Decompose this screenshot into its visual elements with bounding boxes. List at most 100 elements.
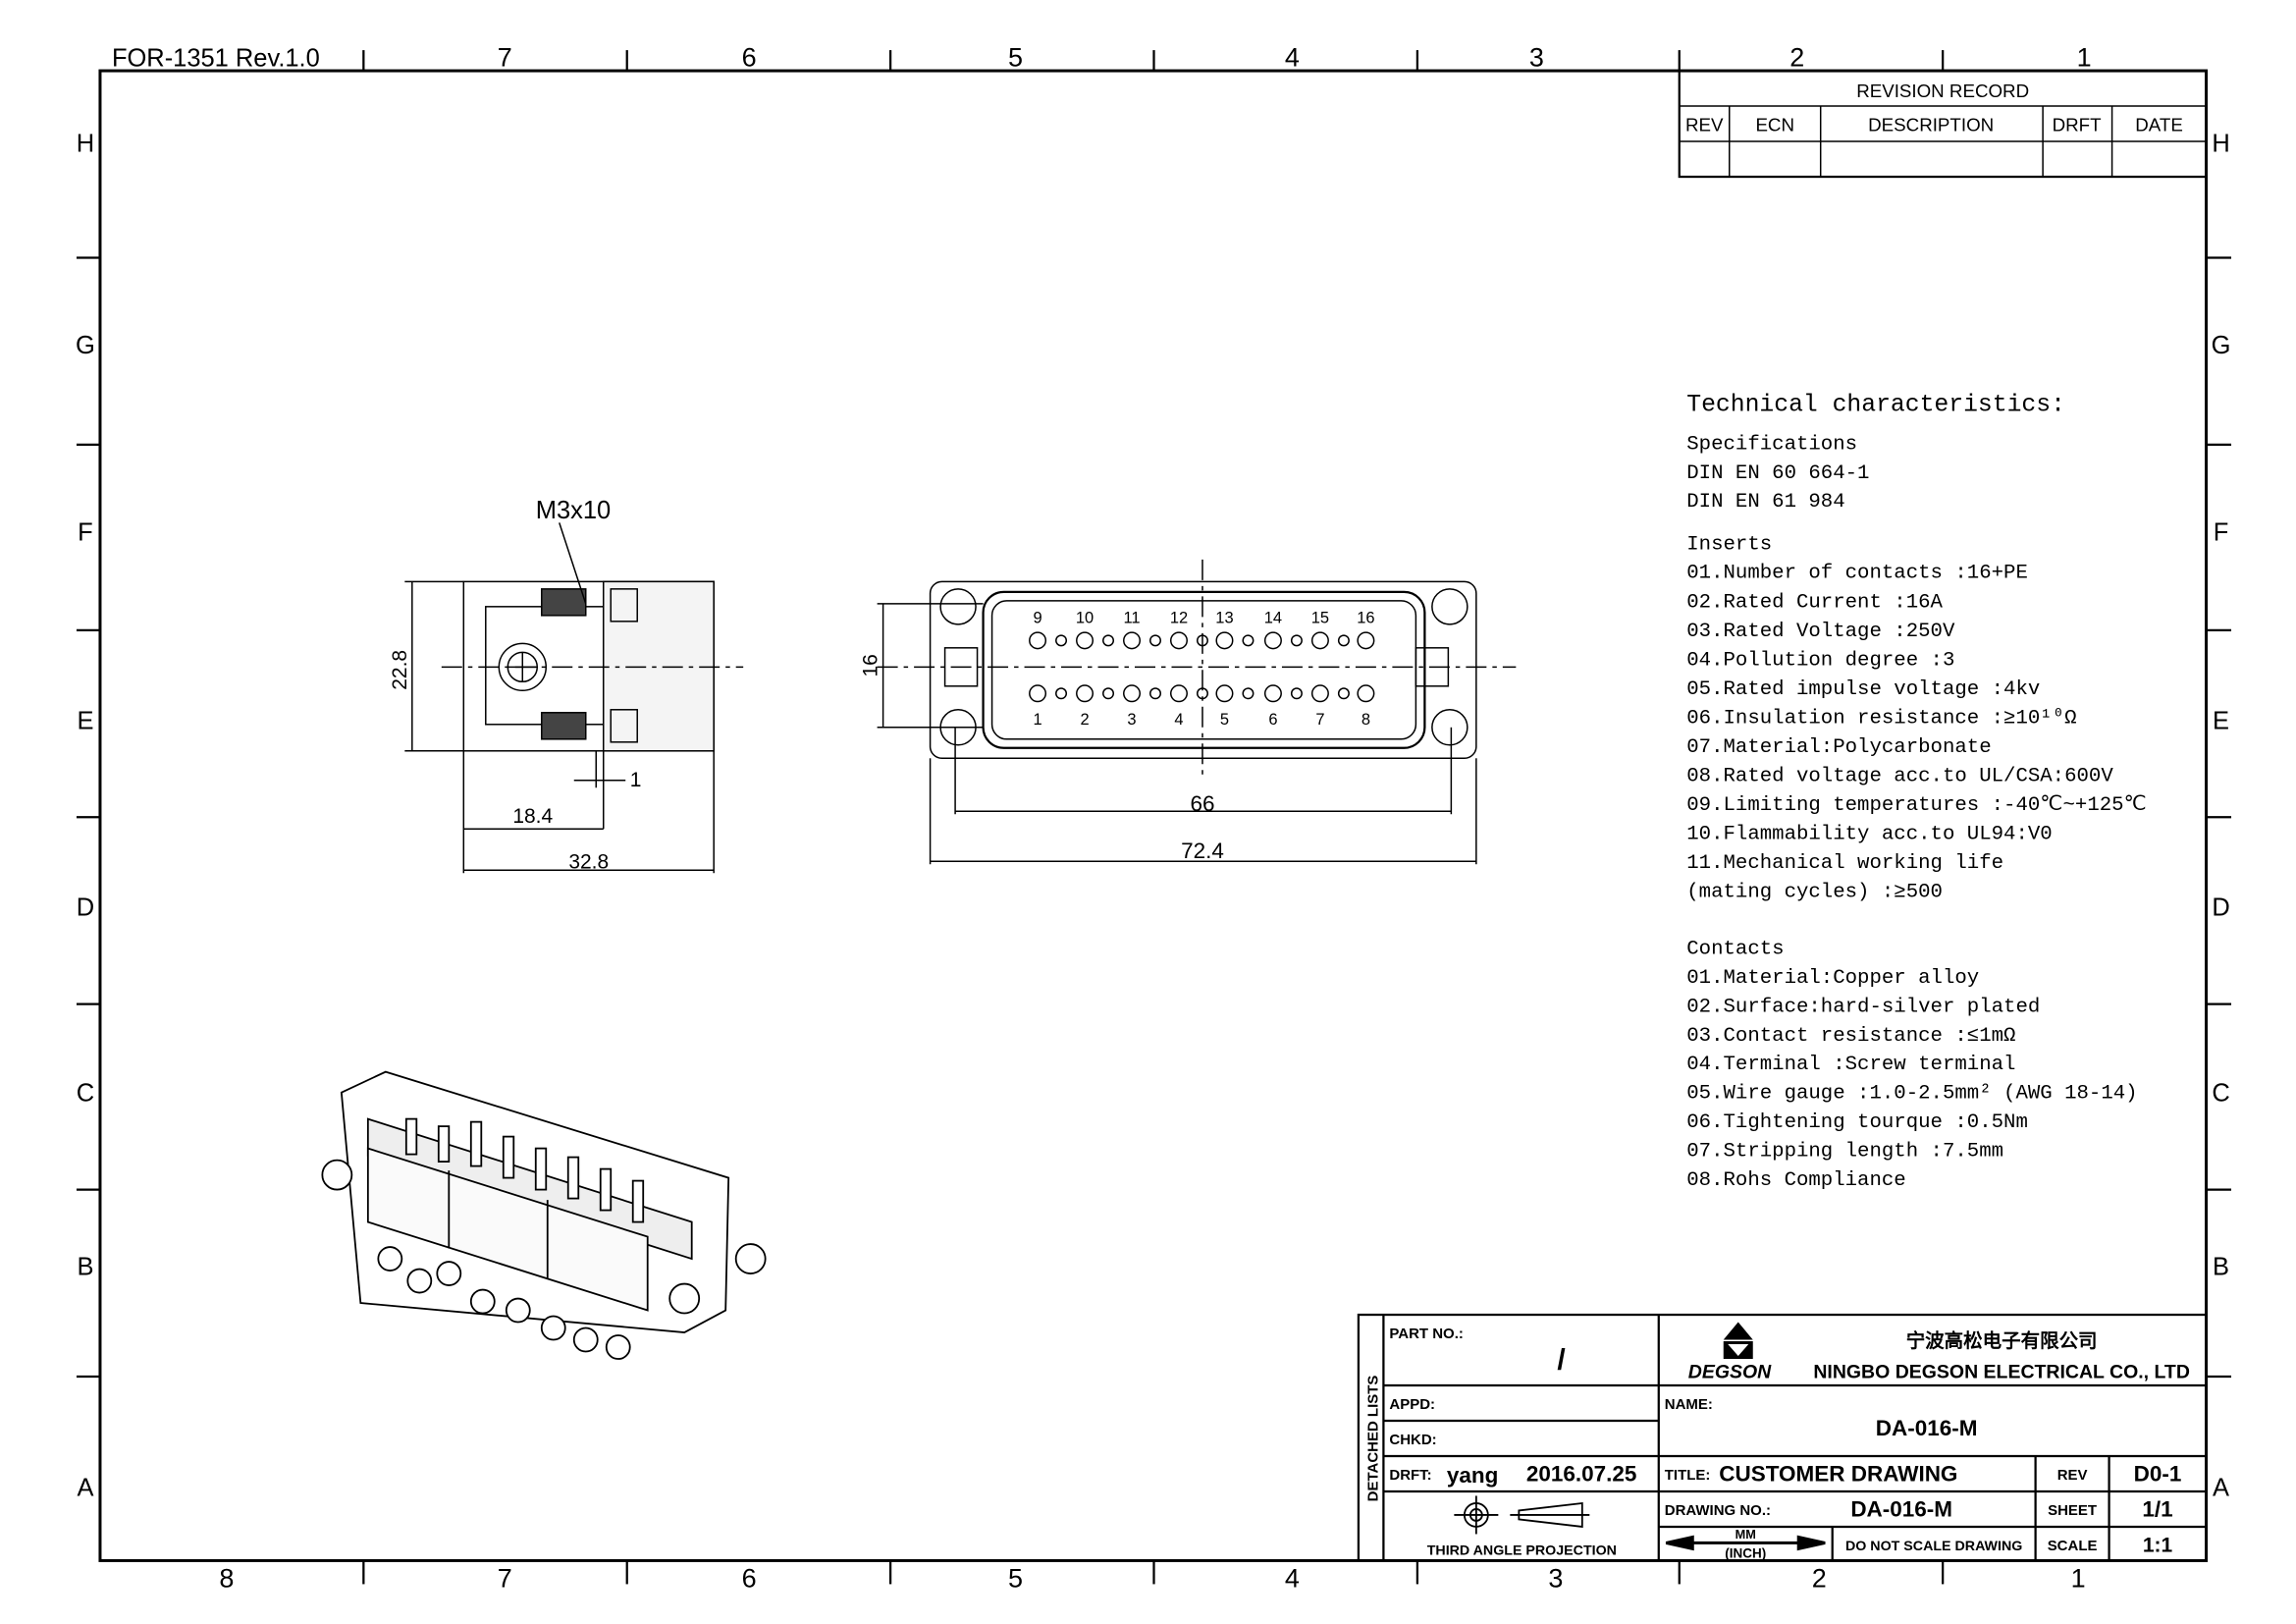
- insert-line: 07.Material:Polycarbonate: [1686, 736, 1991, 759]
- pin-number: 7: [1315, 711, 1324, 729]
- drawing-no-label: DRAWING NO.:: [1665, 1502, 1771, 1519]
- insert-line: 06.Insulation resistance :≥10¹⁰Ω: [1686, 707, 2076, 730]
- specifications-heading: Specifications: [1686, 433, 1857, 456]
- insert-line: 01.Number of contacts :16+PE: [1686, 563, 2028, 585]
- pin-number: 8: [1362, 711, 1370, 729]
- rev-label: REV: [2057, 1467, 2088, 1484]
- pin-hole: [1076, 631, 1095, 650]
- zone-number-bottom: 3: [1548, 1563, 1563, 1593]
- drawing-no-value: DA-016-M: [1850, 1496, 1952, 1521]
- zone-letter-left: A: [77, 1474, 93, 1501]
- pin-hole-small: [1148, 687, 1161, 700]
- zone-letter-right: C: [2212, 1080, 2229, 1108]
- dim-side-height: 22.8: [389, 650, 411, 690]
- technical-characteristics: Technical characteristics: Specifications…: [1686, 391, 2147, 1191]
- zone-letter-right: H: [2212, 131, 2229, 158]
- svg-text:DEGSON: DEGSON: [1688, 1362, 1772, 1383]
- contact-line: 01.Material:Copper alloy: [1686, 967, 1979, 990]
- pin-hole: [1215, 684, 1234, 703]
- zone-letter-left: H: [77, 131, 94, 158]
- sheet-label: SHEET: [2048, 1502, 2097, 1519]
- pin-hole-small: [1337, 687, 1350, 700]
- zone-letter-left: C: [77, 1080, 94, 1108]
- zone-number-bottom: 2: [1812, 1563, 1827, 1593]
- insert-line: 04.Pollution degree :3: [1686, 649, 1954, 672]
- pin-number: 10: [1076, 609, 1094, 626]
- pin-hole-small: [1196, 687, 1208, 700]
- pin-hole: [1357, 684, 1375, 703]
- pin-hole: [1029, 631, 1047, 650]
- col-rev: REV: [1685, 115, 1724, 135]
- rev-value: D0-1: [2134, 1461, 2182, 1486]
- isometric-view: [321, 1070, 767, 1360]
- draft-date: 2016.07.25: [1526, 1461, 1637, 1486]
- pin-hole: [1310, 684, 1329, 703]
- degson-logo: DEGSON: [1688, 1322, 1772, 1383]
- pin-hole: [1076, 684, 1095, 703]
- pin-hole: [1123, 684, 1142, 703]
- third-angle-projection-icon: [1454, 1495, 1590, 1535]
- contacts-heading: Contacts: [1686, 939, 1784, 961]
- insert-line: 08.Rated voltage acc.to UL/CSA:600V: [1686, 766, 2113, 788]
- pin-number: 16: [1357, 609, 1374, 626]
- pin-hole: [1123, 631, 1142, 650]
- company-name-en: NINGBO DEGSON ELECTRICAL CO., LTD: [1813, 1362, 2190, 1383]
- contact-line: 03.Contact resistance :≤1mΩ: [1686, 1025, 2015, 1048]
- units-mm: MM: [1735, 1527, 1756, 1542]
- pin-hole-small: [1196, 634, 1208, 647]
- pin-hole: [1357, 631, 1375, 650]
- side-view: [404, 522, 744, 874]
- contact-line: 06.Tightening tourque :0.5Nm: [1686, 1111, 2028, 1134]
- dim-side-total: 32.8: [568, 851, 609, 874]
- drft-label: DRFT:: [1389, 1467, 1431, 1484]
- sheet-value: 1/1: [2142, 1496, 2172, 1521]
- zone-letter-left: E: [77, 707, 93, 734]
- pin-number: 5: [1220, 711, 1229, 729]
- pin-hole: [1263, 684, 1282, 703]
- contact-line: 07.Stripping length :7.5mm: [1686, 1140, 2003, 1163]
- col-drft: DRFT: [2053, 115, 2103, 135]
- pin-hole-small: [1337, 634, 1350, 647]
- title-block: [1357, 1313, 2208, 1562]
- title-label: TITLE:: [1665, 1467, 1711, 1484]
- front-view: [877, 559, 1517, 865]
- pin-number: 9: [1033, 609, 1041, 626]
- zone-letter-left: D: [77, 894, 94, 922]
- revision-record: REVISION RECORD REV ECN DESCRIPTION DRFT…: [1678, 69, 2208, 179]
- zone-letter-left: B: [77, 1254, 93, 1281]
- zone-letter-left: F: [78, 518, 93, 546]
- zone-number-top: 2: [1789, 43, 1804, 73]
- tech-title: Technical characteristics:: [1686, 391, 2065, 418]
- zone-number-bottom: 6: [742, 1563, 757, 1593]
- zone-number-top: 5: [1008, 43, 1023, 73]
- zone-number-bottom: 8: [219, 1563, 234, 1593]
- drafter-name: yang: [1447, 1463, 1498, 1488]
- zone-number-top: 4: [1285, 43, 1300, 73]
- inserts-heading: Inserts: [1686, 533, 1772, 556]
- col-date: DATE: [2135, 115, 2183, 135]
- insert-line: 03.Rated Voltage :250V: [1686, 621, 1955, 643]
- col-description: DESCRIPTION: [1868, 115, 1994, 135]
- zone-number-bottom: 1: [2071, 1563, 2086, 1593]
- pin-hole-small: [1290, 634, 1303, 647]
- pin-number: 14: [1264, 609, 1282, 626]
- pin-number: 15: [1311, 609, 1329, 626]
- dim-front-height: 16: [860, 654, 882, 677]
- do-not-scale-label: DO NOT SCALE DRAWING: [1845, 1539, 2022, 1554]
- spec-line: DIN EN 60 664-1: [1686, 462, 1869, 485]
- chkd-label: CHKD:: [1389, 1432, 1436, 1448]
- zone-letter-right: F: [2214, 518, 2229, 546]
- insert-line: 10.Flammability acc.to UL94:V0: [1686, 824, 2052, 846]
- dim-front-inner: 66: [1190, 791, 1214, 816]
- name-label: NAME:: [1665, 1396, 1713, 1413]
- insert-line: 09.Limiting temperatures :-40℃~+125℃: [1686, 794, 2147, 817]
- pin-number: 4: [1174, 711, 1183, 729]
- insert-line: 05.Rated impulse voltage :4kv: [1686, 678, 2040, 701]
- zone-number-bottom: 4: [1285, 1563, 1300, 1593]
- zone-letter-right: B: [2213, 1254, 2229, 1281]
- pin-hole-small: [1102, 687, 1115, 700]
- zone-letter-right: A: [2213, 1474, 2229, 1501]
- pin-hole: [1310, 631, 1329, 650]
